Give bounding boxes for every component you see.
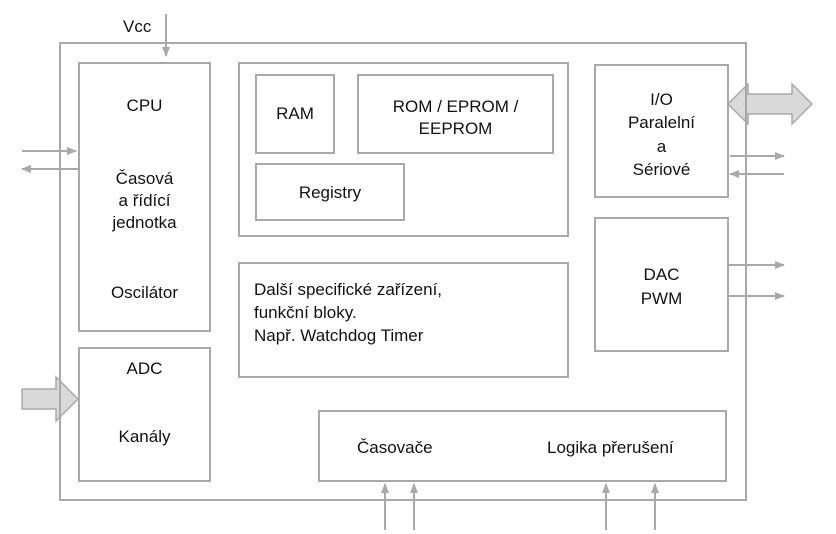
cpu-timing-line2: a řídící (118, 191, 171, 210)
io-line4: Sériové (632, 160, 691, 179)
cpu-title: CPU (126, 96, 163, 115)
rom-label-line1: ROM / EPROM / (392, 97, 519, 116)
registers-block: Registry (255, 163, 405, 221)
memory-group: RAM ROM / EPROM / EEPROM Registry (238, 62, 569, 237)
io-line3: a (656, 137, 667, 156)
io-line2: Paralelní (627, 113, 696, 132)
cpu-timing-line1: Časová (115, 169, 174, 188)
adc-channels: Kanály (118, 427, 171, 446)
other-peripherals-block: Další specifické zařízení, funkční bloky… (238, 262, 569, 378)
io-bidirectional-arrow (726, 82, 814, 126)
other-line2: funkční bloky. (254, 303, 357, 322)
rom-label-line2: EEPROM (418, 119, 493, 138)
timers-label: Časovače (357, 438, 433, 457)
adc-title: ADC (126, 359, 163, 378)
cpu-timing-line3: jednotka (112, 213, 177, 232)
ram-block: RAM (255, 74, 335, 154)
dac-line2: PWM (640, 289, 683, 308)
ram-label: RAM (276, 104, 314, 123)
rom-block: ROM / EPROM / EEPROM (357, 74, 554, 154)
microcontroller-chip (59, 42, 747, 501)
dac-pwm-block: DAC PWM (594, 217, 729, 352)
vcc-label: Vcc (123, 17, 152, 36)
timers-interrupts-block: Časovače Logika přerušení (318, 410, 727, 482)
cpu-block: CPU Časová a řídící jednotka Oscilátor (78, 62, 211, 332)
dac-line1: DAC (643, 265, 680, 284)
adc-block: ADC Kanály (78, 347, 211, 482)
io-block: I/O Paralelní a Sériové (594, 64, 729, 198)
interrupt-logic-label: Logika přerušení (547, 438, 674, 457)
cpu-oscillator: Oscilátor (110, 283, 179, 302)
io-line1: I/O (650, 90, 673, 109)
registers-label: Registry (298, 183, 362, 202)
other-line1: Další specifické zařízení, (254, 280, 443, 299)
other-line3: Např. Watchdog Timer (254, 326, 424, 345)
adc-analog-input-arrow (21, 375, 80, 423)
